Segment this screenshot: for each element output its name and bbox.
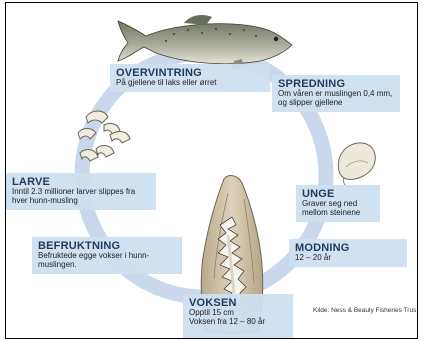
stage-spredning: SPREDNING Om våren er muslingen 0,4 mm, … <box>272 75 400 112</box>
stage-voksen: VOKSEN Opptil 15 cm Voksen fra 12 – 80 å… <box>183 294 293 338</box>
lifecycle-diagram: OVERVINTRING På gjellene til laks eller … <box>5 2 418 339</box>
stage-description: Graver seg ned mellom steinene <box>302 200 374 218</box>
diagram-artwork <box>6 3 417 338</box>
stage-description: 12 – 20 år <box>295 254 401 263</box>
juvenile-mussel-icon <box>338 143 375 187</box>
stage-overvintring: OVERVINTRING På gjellene til laks eller … <box>110 64 270 92</box>
source-credit: Kilde: Ness & Beauly Fisheries Trus <box>313 307 416 314</box>
stage-unge: UNGE Graver seg ned mellom steinene <box>296 185 380 222</box>
stage-modning: MODNING 12 – 20 år <box>289 239 407 267</box>
larvae-icon <box>78 111 130 161</box>
stage-description: Inntil 2.3 millioner larver slippes fra … <box>12 188 150 206</box>
stage-description: På gjellene til laks eller ørret <box>116 79 264 88</box>
stage-description: Om våren er muslingen 0,4 mm, og slipper… <box>278 90 394 108</box>
stage-befruktning: BEFRUKTNING Befruktede egge vokser i hun… <box>32 237 182 274</box>
stage-larve: LARVE Inntil 2.3 millioner larver slippe… <box>6 173 156 210</box>
stage-description: Befruktede egge vokser i hunn-muslingen. <box>38 252 176 270</box>
stage-description-2: Voksen fra 12 – 80 år <box>189 318 287 327</box>
